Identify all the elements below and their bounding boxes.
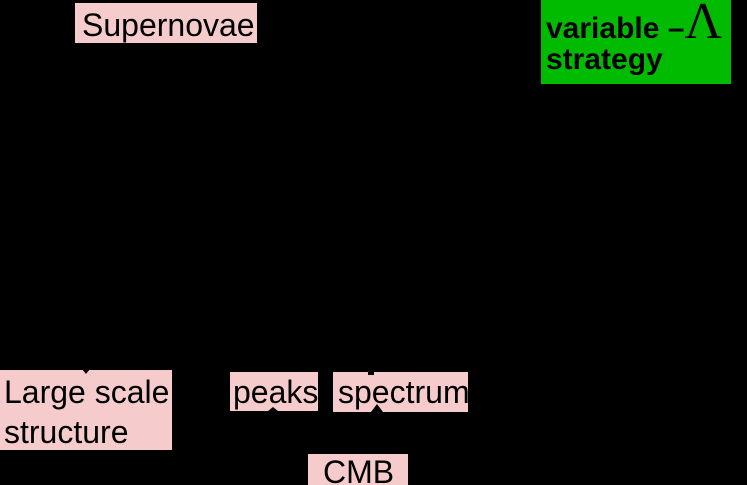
large-scale-structure-label: Large scale structure (0, 370, 172, 450)
arrow-nub-icon (368, 371, 374, 375)
strategy-line: strategy (546, 43, 663, 76)
variable-lambda-line: variable –Λ (546, 0, 731, 50)
arrow-up-tip-icon (262, 407, 284, 416)
variable-lambda-strategy-box: variable –Λ strategy (541, 0, 731, 84)
supernovae-label: Supernovae (75, 3, 257, 43)
arrow-down-tip-icon (78, 364, 94, 374)
large-scale-line1: Large scale (4, 374, 170, 410)
arrow-up-tip-icon (371, 404, 383, 412)
cmb-label: CMB (308, 454, 408, 485)
large-scale-line2: structure (4, 414, 129, 450)
variable-lambda-prefix: variable – (546, 12, 685, 45)
lambda-symbol: Λ (684, 0, 723, 50)
peaks-label: peaks (230, 372, 318, 411)
spectrum-label: spectrum (333, 372, 468, 412)
